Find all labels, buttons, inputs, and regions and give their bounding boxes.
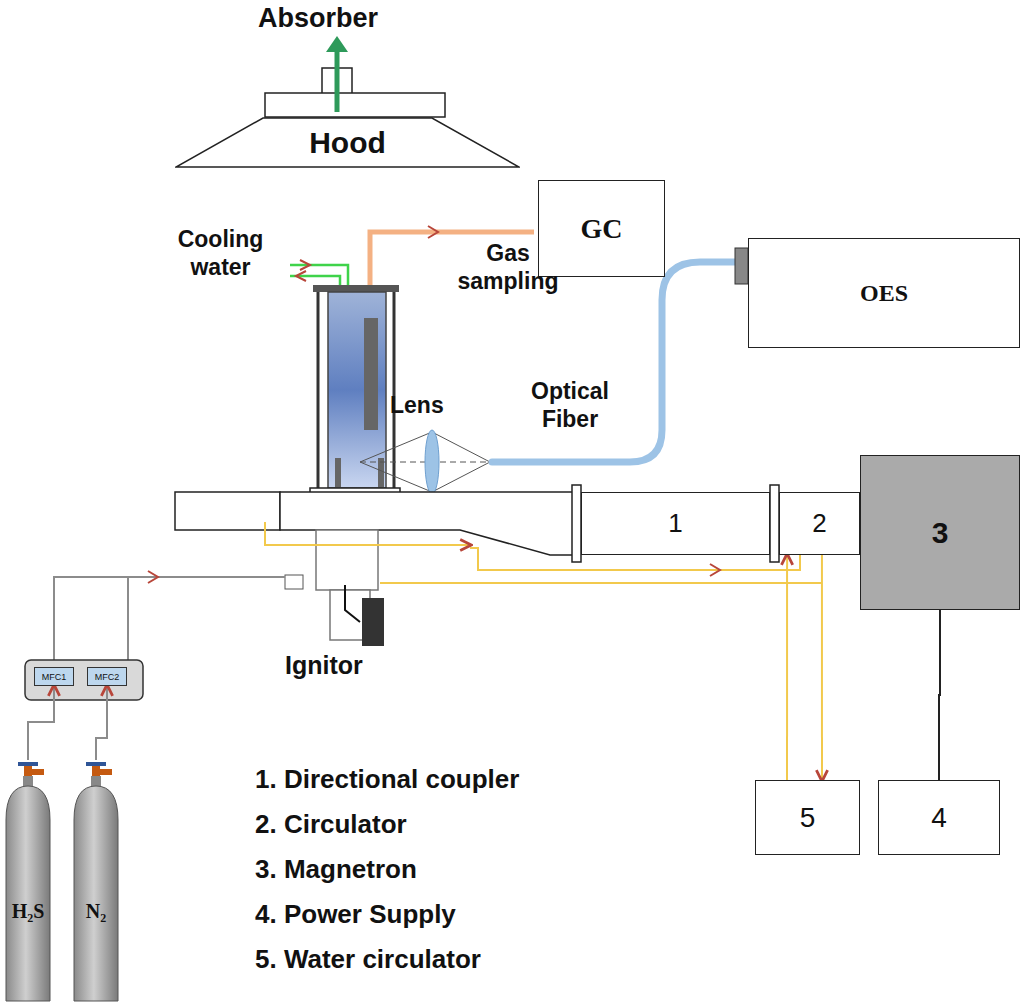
reactor-rod [393, 292, 396, 488]
connector [939, 610, 940, 780]
flow-arrow [148, 571, 158, 583]
gas-line [54, 577, 285, 666]
connector [786, 555, 788, 780]
part-label: Absorber [258, 2, 378, 34]
cylinder-outline [4, 760, 52, 1003]
gas-cylinder: H₂S [4, 760, 52, 1003]
connector [96, 686, 107, 760]
part-label: Lens [390, 392, 444, 420]
ignitor-lever [345, 585, 360, 622]
node-text: 2 [812, 508, 826, 539]
node-text: 3 [932, 516, 949, 550]
water-line [265, 522, 470, 545]
ignitor-electrode [362, 598, 384, 646]
water-line [380, 582, 822, 584]
part-label: Optical Fiber [505, 378, 635, 433]
node-text: Hood [309, 126, 386, 160]
power-supply: 4 [878, 780, 1000, 855]
fiber-connector [735, 248, 748, 284]
connector [28, 686, 54, 760]
gas-cylinder: N₂ [72, 760, 120, 1003]
node-text: MFC1 [42, 672, 67, 682]
legend-item: 4. Power Supply [255, 899, 456, 930]
electrode-rod [364, 318, 378, 430]
gas-inlet [285, 575, 303, 589]
part-label: Gas sampling [452, 240, 564, 295]
mfc-panel [25, 660, 143, 700]
lens [425, 430, 439, 494]
magnetron: 3 [860, 455, 1020, 610]
node-text: H₂S [12, 900, 45, 923]
oes-box: OES [748, 238, 1020, 348]
cylinder-outline [72, 760, 120, 1003]
flow-arrow [710, 564, 720, 576]
legend-item: 5. Water circulator [255, 944, 481, 975]
part-label: Cooling water [158, 226, 283, 281]
gas-line [127, 577, 129, 666]
node-text: 5 [800, 802, 816, 834]
connector [821, 555, 823, 780]
circulator: 2 [779, 492, 860, 555]
flange [572, 485, 581, 562]
exhaust-arrow [335, 50, 340, 112]
hood: Hood [175, 117, 520, 168]
node-text: 4 [931, 802, 947, 834]
node-text: OES [860, 280, 908, 307]
exhaust-arrow-head [326, 36, 348, 52]
part-label: Ignitor [285, 650, 363, 680]
ignitor-housing [316, 530, 378, 590]
flange [770, 485, 779, 562]
legend-item: 1. Directional coupler [255, 764, 519, 795]
gc-box: GC [538, 180, 665, 277]
node-text: GC [581, 213, 623, 245]
legend-item: 2. Circulator [255, 809, 407, 840]
flow-arrow [300, 260, 310, 270]
cooling-water-in [290, 265, 348, 287]
reactor-top-flange [313, 285, 399, 292]
flow-arrow [296, 271, 306, 281]
reactor-rod [317, 292, 320, 488]
node-text: 1 [668, 508, 682, 539]
directional-coupler: 1 [581, 492, 770, 555]
node-text: MFC2 [95, 672, 120, 682]
quartz-tube [328, 292, 386, 488]
mfc-unit: MFC2 [87, 667, 127, 686]
node-text: N₂ [86, 900, 106, 923]
flow-arrow [428, 226, 438, 238]
water-circulator: 5 [755, 780, 860, 855]
legend-item: 3. Magnetron [255, 854, 417, 885]
mfc-unit: MFC1 [34, 667, 74, 686]
hood-top [265, 93, 445, 117]
nozzle [335, 458, 341, 488]
